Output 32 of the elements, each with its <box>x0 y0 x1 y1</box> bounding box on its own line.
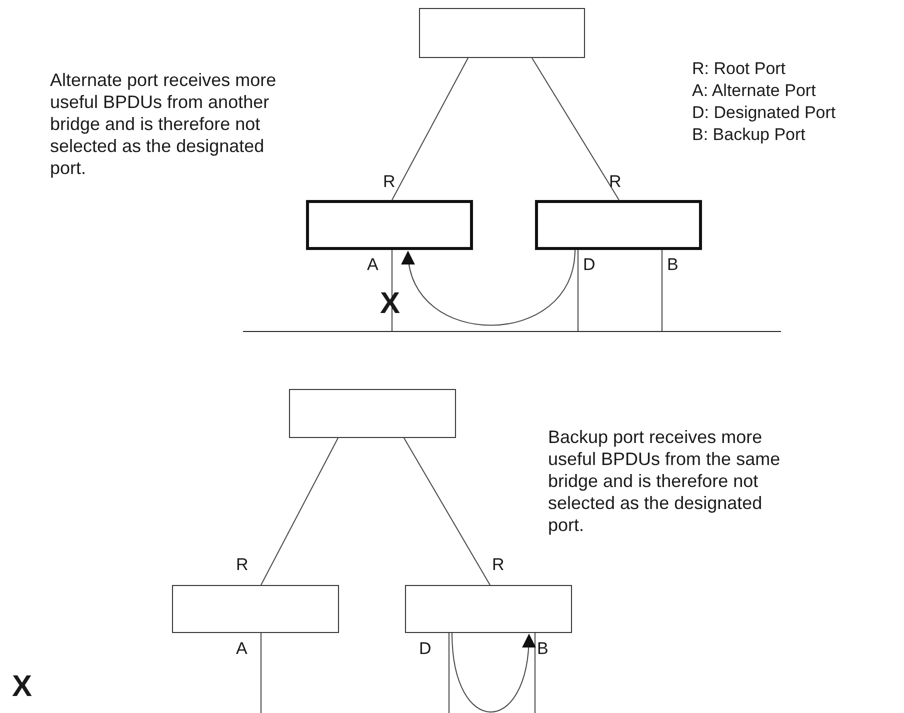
legend-entry: B: Backup Port <box>692 124 806 146</box>
note-text: Alternate port receives more useful BPDUs from another bridge and is therefore not selected as the designated port. <box>50 69 278 179</box>
link-line <box>404 438 490 586</box>
port-label: R <box>383 171 396 193</box>
blocked-port-mark: X <box>12 676 32 698</box>
port-label: D <box>419 638 432 660</box>
bridge-box <box>306 200 473 250</box>
port-label: R <box>492 554 504 576</box>
loop-arrow <box>452 632 536 712</box>
port-label: R <box>609 171 622 193</box>
link-line <box>260 632 262 713</box>
link-line <box>260 438 338 586</box>
link-line <box>392 58 468 200</box>
arrow <box>402 250 576 326</box>
bridge-box <box>405 585 572 633</box>
bridge-box <box>419 8 585 58</box>
link-line <box>448 632 450 713</box>
legend-entry: D: Designated Port <box>692 102 836 124</box>
port-label: A <box>236 638 248 660</box>
legend-entry: R: Root Port <box>692 58 786 80</box>
bridge-box <box>172 585 339 633</box>
bridge-box <box>535 200 702 250</box>
bridge-box <box>289 389 456 438</box>
legend-entry: A: Alternate Port <box>692 80 816 102</box>
port-label: R <box>236 554 248 576</box>
port-label: A <box>367 254 378 276</box>
note-text: Backup port receives more useful BPDUs from the same bridge and is therefore not selected as the designated port. <box>548 426 782 536</box>
link-line <box>532 58 620 200</box>
port-label: B <box>667 254 678 276</box>
port-label: D <box>583 254 596 276</box>
link-line <box>534 632 536 713</box>
port-label: B <box>537 638 548 660</box>
